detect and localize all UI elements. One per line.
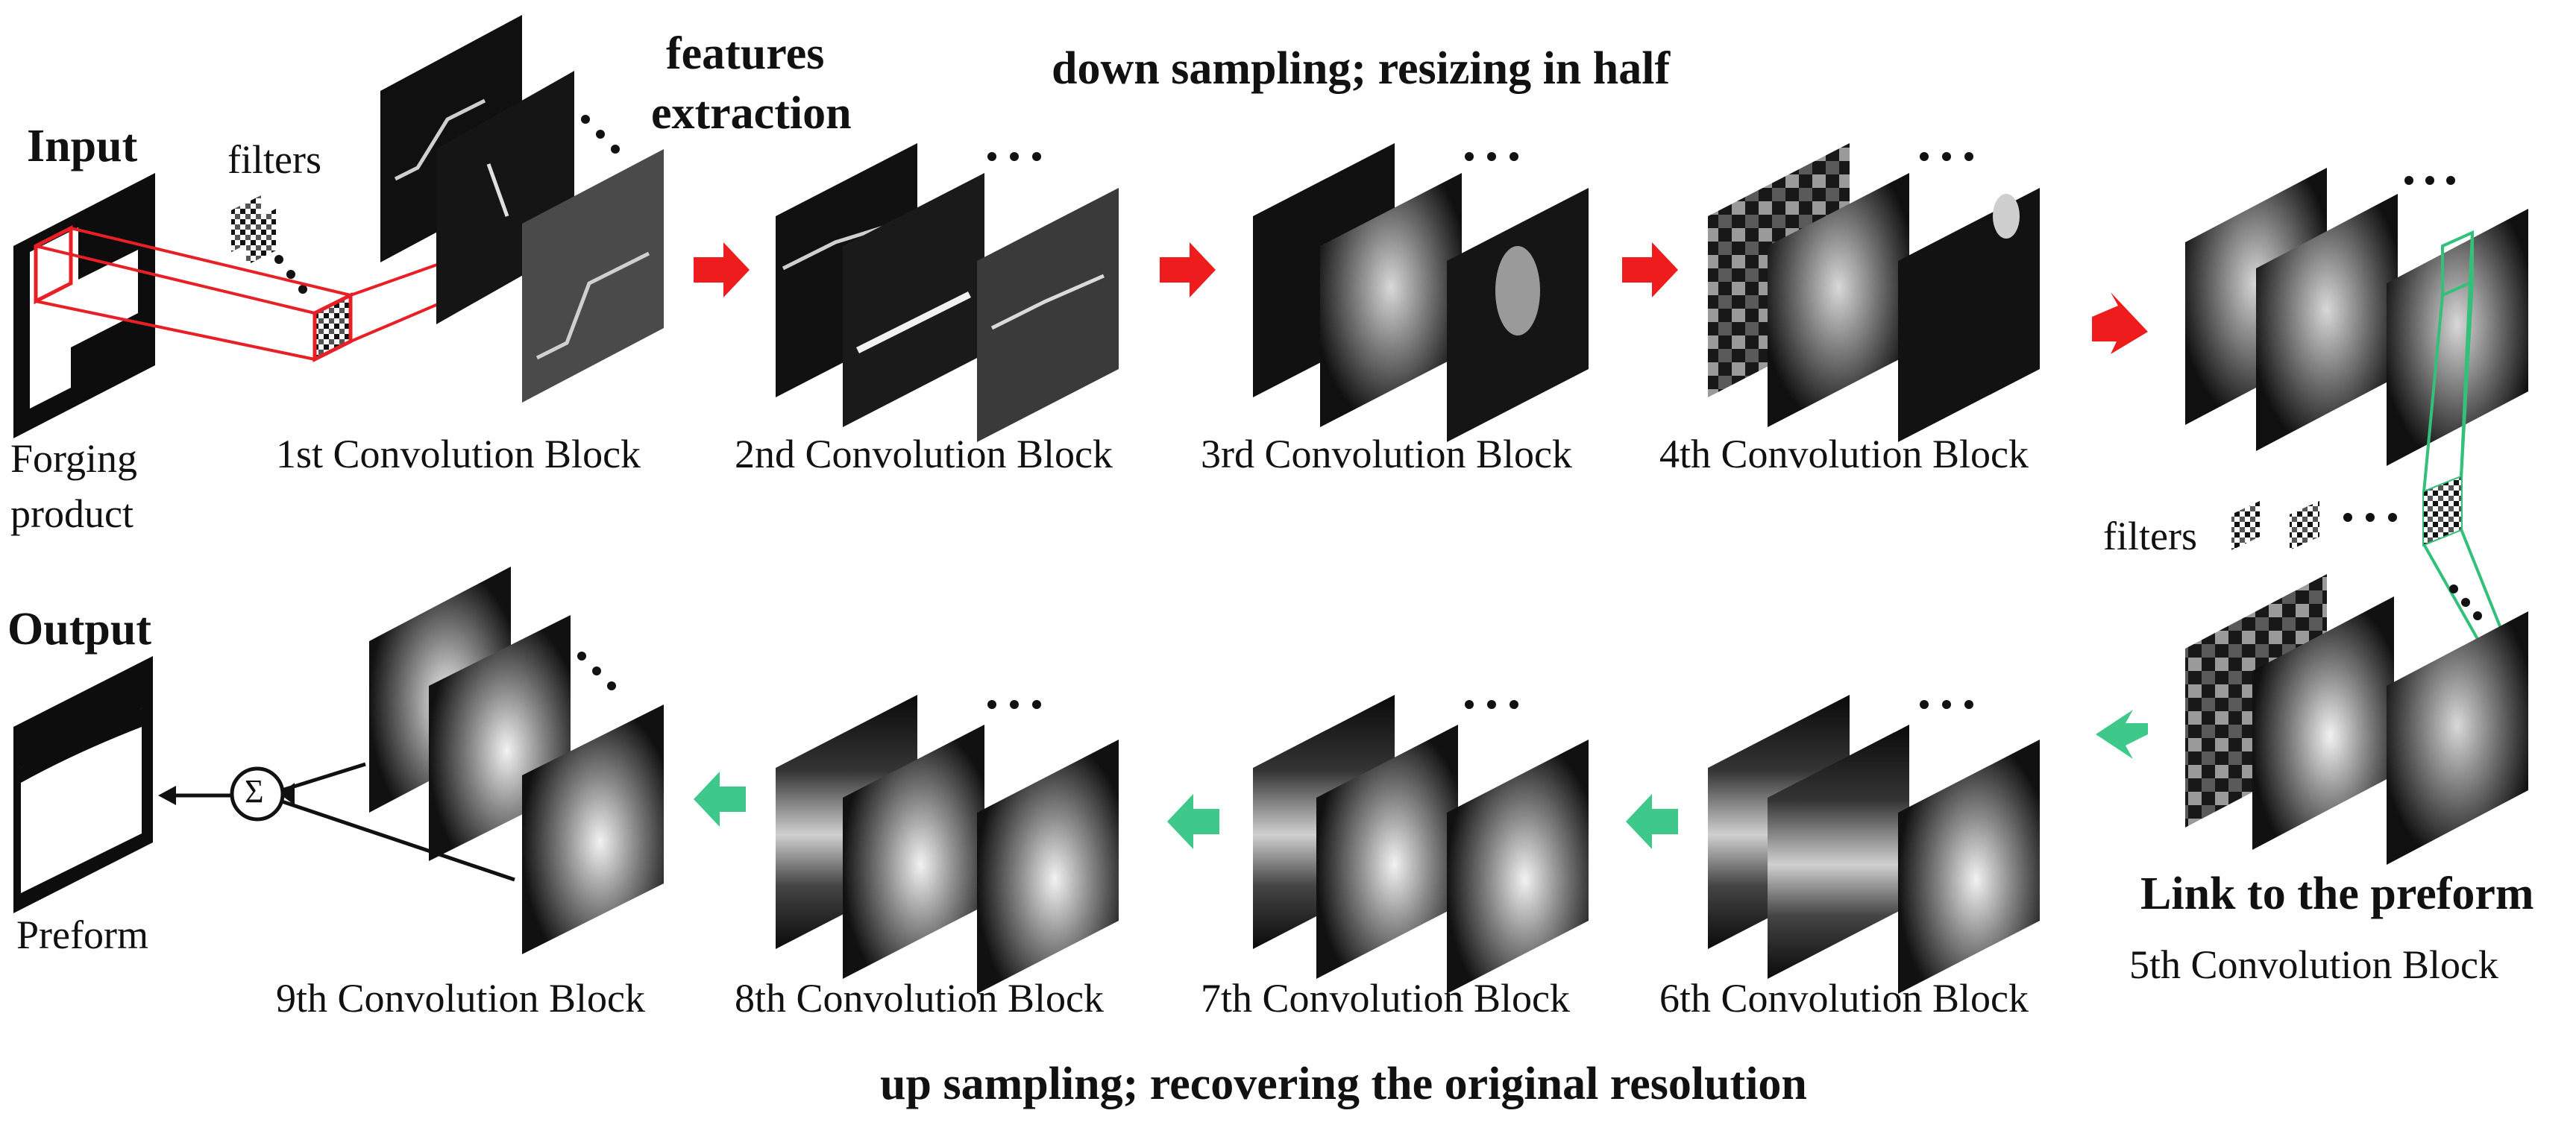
block-5-label: 5th Convolution Block [2129, 942, 2499, 987]
block-7-ellipsis [1465, 700, 1518, 709]
features-label-line1: features [666, 28, 825, 79]
block-9-feature-maps [369, 567, 664, 954]
link-projection-green [2422, 230, 2507, 687]
link-to-preform-label: Link to the preform [2140, 869, 2534, 919]
block-6-ellipsis [1920, 700, 1973, 709]
block-7-feature-maps [1253, 695, 1589, 994]
sum-symbol: Σ [245, 773, 264, 810]
filter-kernels-right [2231, 477, 2461, 550]
block-1-label: 1st Convolution Block [276, 432, 641, 476]
block-2-label: 2nd Convolution Block [735, 432, 1113, 476]
block-8-feature-maps [776, 695, 1119, 994]
block-4-label: 4th Convolution Block [1659, 432, 2029, 476]
forging-product-line1: Forging [10, 436, 138, 481]
filters-label-right: filters [2103, 514, 2197, 558]
features-label-line2: extraction [651, 88, 852, 139]
block-4-ellipsis [1920, 152, 1973, 161]
block-5-lower-ellipsis [2449, 584, 2482, 620]
up-arrows [694, 710, 2148, 849]
block-2-ellipsis [987, 152, 1041, 161]
filter-kernels-top [231, 195, 353, 363]
block-8-label: 8th Convolution Block [735, 976, 1105, 1021]
input-label: Input [27, 121, 138, 171]
block-2-feature-maps [776, 143, 1119, 442]
block-6-feature-maps [1708, 695, 2040, 994]
block-6-label: 6th Convolution Block [1659, 976, 2029, 1021]
block-9-label: 9th Convolution Block [276, 976, 646, 1021]
block-8-ellipsis [987, 700, 1041, 709]
output-label: Output [7, 604, 151, 655]
filters-label-top: filters [227, 137, 321, 182]
filters-dots-right [2343, 513, 2397, 522]
down-sampling-title: down sampling; resizing in half [1052, 43, 1671, 94]
block-1-ellipsis [581, 115, 620, 154]
block-4-feature-maps [1708, 143, 2040, 442]
forging-product-line2: product [10, 491, 133, 536]
preform-label: Preform [16, 913, 148, 957]
block-5-upper-ellipsis [2404, 176, 2455, 185]
filters-dots-top [274, 255, 307, 294]
output-preform-map [13, 656, 153, 913]
input-forging-product-map [13, 173, 155, 438]
up-sampling-title: up sampling; recovering the original res… [880, 1059, 1807, 1109]
block-5-lower-feature-maps [2185, 574, 2528, 865]
block-3-feature-maps [1253, 143, 1589, 442]
summation-node [158, 762, 515, 882]
block-7-label: 7th Convolution Block [1201, 976, 1571, 1021]
block-9-ellipsis [577, 652, 616, 690]
block-5-upper-feature-maps [2185, 168, 2528, 466]
down-arrows [694, 242, 2148, 354]
block-3-ellipsis [1465, 152, 1518, 161]
block-3-label: 3rd Convolution Block [1201, 432, 1572, 476]
block-1-feature-maps [380, 15, 664, 403]
